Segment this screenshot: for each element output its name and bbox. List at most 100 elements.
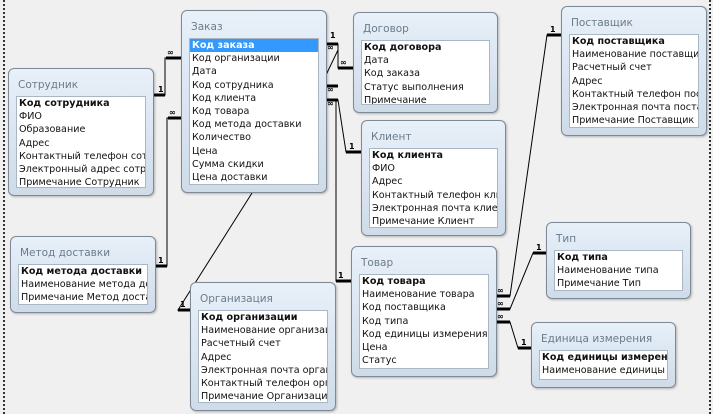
field[interactable]: Адрес xyxy=(572,75,603,87)
field[interactable]: Адрес xyxy=(201,351,232,363)
field-primary-key[interactable]: Код метода доставки xyxy=(21,266,142,277)
field[interactable]: Адрес xyxy=(372,176,403,188)
field-list[interactable]: Код договора Дата Код заказа Статус выпо… xyxy=(361,40,490,105)
field[interactable]: Контактный телефон сотру, xyxy=(19,150,145,162)
rel-label-one: 1 xyxy=(180,300,186,309)
table-title[interactable]: Единица измерения xyxy=(541,333,653,345)
field[interactable]: Код единицы измерения xyxy=(362,328,488,340)
field[interactable]: ФИО xyxy=(372,163,395,175)
field[interactable]: Код сотрудника xyxy=(192,79,274,91)
rel-label-one: 1 xyxy=(349,142,355,151)
field[interactable]: Наименование организации xyxy=(201,325,327,337)
rel-label-one: 1 xyxy=(158,256,164,265)
field[interactable]: Контактный телефон клиен xyxy=(372,189,497,201)
field[interactable]: Расчетный счет xyxy=(572,62,652,74)
field-list[interactable]: Код поставщика Наименование поставщика Р… xyxy=(569,34,699,128)
table-title[interactable]: Метод доставки xyxy=(20,247,111,259)
field[interactable]: Код организации xyxy=(192,53,280,65)
field-primary-key[interactable]: Код типа xyxy=(557,252,608,263)
rel-label-one: 1 xyxy=(521,338,527,347)
field[interactable]: Наименование поставщика xyxy=(572,49,698,61)
field-list[interactable]: Код товара Наименование товара Код поста… xyxy=(359,274,489,369)
field[interactable]: Код товара xyxy=(192,105,250,117)
table-organization[interactable]: Организация Код организации Наименование… xyxy=(190,282,336,411)
table-title[interactable]: Товар xyxy=(361,257,394,269)
field[interactable]: Примечание Тип xyxy=(557,278,642,290)
field-primary-key[interactable]: Код поставщика xyxy=(572,36,665,47)
field[interactable]: Наименование метода доста xyxy=(21,279,147,291)
field-primary-key[interactable]: Код клиента xyxy=(372,150,443,161)
table-type[interactable]: Тип Код типа Наименование типа Примечани… xyxy=(546,222,691,299)
field[interactable]: Дата xyxy=(364,55,389,67)
field[interactable]: Дата xyxy=(192,66,217,78)
table-order[interactable]: Заказ Код заказа Код организации Дата Ко… xyxy=(181,10,327,193)
field[interactable]: ФИО xyxy=(19,111,42,123)
table-title[interactable]: Организация xyxy=(200,293,273,305)
table-title[interactable]: Тип xyxy=(556,233,577,245)
field-list[interactable]: Код организации Наименование организации… xyxy=(198,310,328,403)
field[interactable]: Примечание Поставщик xyxy=(572,115,695,127)
field[interactable]: Электронная почта организ xyxy=(201,364,327,376)
field[interactable]: Код типа xyxy=(362,315,409,327)
table-unit[interactable]: Единица измерения Код единицы измерения … xyxy=(531,322,676,388)
field[interactable]: Количество xyxy=(192,132,252,144)
field-primary-key[interactable]: Код товара xyxy=(362,276,426,287)
field[interactable]: Статус выполнения xyxy=(364,81,464,93)
field[interactable]: Адрес xyxy=(19,137,50,149)
field[interactable]: Сумма скидки xyxy=(192,158,264,170)
canvas-edge-left xyxy=(3,0,5,414)
field[interactable]: Контактный телефон поста xyxy=(572,88,698,100)
table-client[interactable]: Клиент Код клиента ФИО Адрес Контактный … xyxy=(361,120,506,236)
table-employee[interactable]: Сотрудник Код сотрудника ФИО Образование… xyxy=(8,68,154,196)
field[interactable]: Электронная почта клиента xyxy=(372,202,497,214)
field[interactable]: Примечание xyxy=(364,94,427,105)
rel-line-delivery-order xyxy=(155,117,181,267)
table-title[interactable]: Сотрудник xyxy=(18,79,79,91)
table-contract[interactable]: Договор Код договора Дата Код заказа Ста… xyxy=(353,12,498,113)
rel-label-many: ∞ xyxy=(497,312,504,321)
field[interactable]: Цена доставки xyxy=(192,171,268,183)
table-title[interactable]: Поставщик xyxy=(571,17,633,29)
table-supplier[interactable]: Поставщик Код поставщика Наименование по… xyxy=(561,6,707,136)
field[interactable]: Цена xyxy=(192,145,218,157)
field[interactable]: Примечание Организация xyxy=(201,391,327,403)
field[interactable]: Код метода доставки xyxy=(192,119,302,131)
field[interactable]: Наименование типа xyxy=(557,265,659,277)
field[interactable]: Электронный адрес сотрудн xyxy=(19,163,145,175)
table-title[interactable]: Клиент xyxy=(371,131,412,143)
field-primary-key[interactable]: Код организации xyxy=(201,312,298,323)
field-list[interactable]: Код метода доставки Наименование метода … xyxy=(18,264,148,305)
field[interactable]: Примечание Сотрудник xyxy=(19,177,140,188)
table-product[interactable]: Товар Код товара Наименование товара Код… xyxy=(351,246,497,377)
rel-label-one: 1 xyxy=(330,31,336,40)
field[interactable]: Наименование единицы изме xyxy=(542,365,667,377)
field[interactable]: Код заказа xyxy=(364,68,420,80)
field[interactable]: Расчетный счет xyxy=(201,338,281,350)
field[interactable]: Код клиента xyxy=(192,92,257,104)
field[interactable]: Примечание Метод доставк xyxy=(21,292,147,304)
field[interactable]: Электронная почта поставщ xyxy=(572,101,698,113)
rel-line-order-contract xyxy=(325,43,339,76)
field[interactable]: Код поставщика xyxy=(362,302,446,314)
field-list[interactable]: Код единицы измерения Наименование едини… xyxy=(539,350,668,380)
table-title[interactable]: Договор xyxy=(363,23,409,35)
field[interactable]: Статус xyxy=(362,355,397,367)
field-list[interactable]: Код клиента ФИО Адрес Контактный телефон… xyxy=(369,148,498,228)
field-primary-key[interactable]: Код договора xyxy=(364,42,442,53)
table-title[interactable]: Заказ xyxy=(191,21,223,33)
field-primary-key[interactable]: Код единицы измерения xyxy=(542,352,667,363)
field[interactable]: Образование xyxy=(19,124,86,136)
rel-label-many: ∞ xyxy=(497,299,504,308)
field[interactable]: Контактный телефон органи xyxy=(201,377,327,389)
rel-label-one: 1 xyxy=(550,25,556,34)
table-delivery-method[interactable]: Метод доставки Код метода доставки Наиме… xyxy=(10,236,156,313)
field[interactable]: Цена xyxy=(362,341,388,353)
field[interactable]: Примечание Клиент xyxy=(372,215,475,227)
field-primary-key-selected[interactable]: Код заказа xyxy=(190,39,318,53)
field-primary-key[interactable]: Код сотрудника xyxy=(19,98,110,109)
field-list[interactable]: Код типа Наименование типа Примечание Ти… xyxy=(554,250,683,291)
rel-label-one: 1 xyxy=(158,85,164,94)
field-list[interactable]: Код заказа Код организации Дата Код сотр… xyxy=(189,38,319,185)
field-list[interactable]: Код сотрудника ФИО Образование Адрес Кон… xyxy=(16,96,146,188)
field[interactable]: Наименование товара xyxy=(362,289,475,301)
